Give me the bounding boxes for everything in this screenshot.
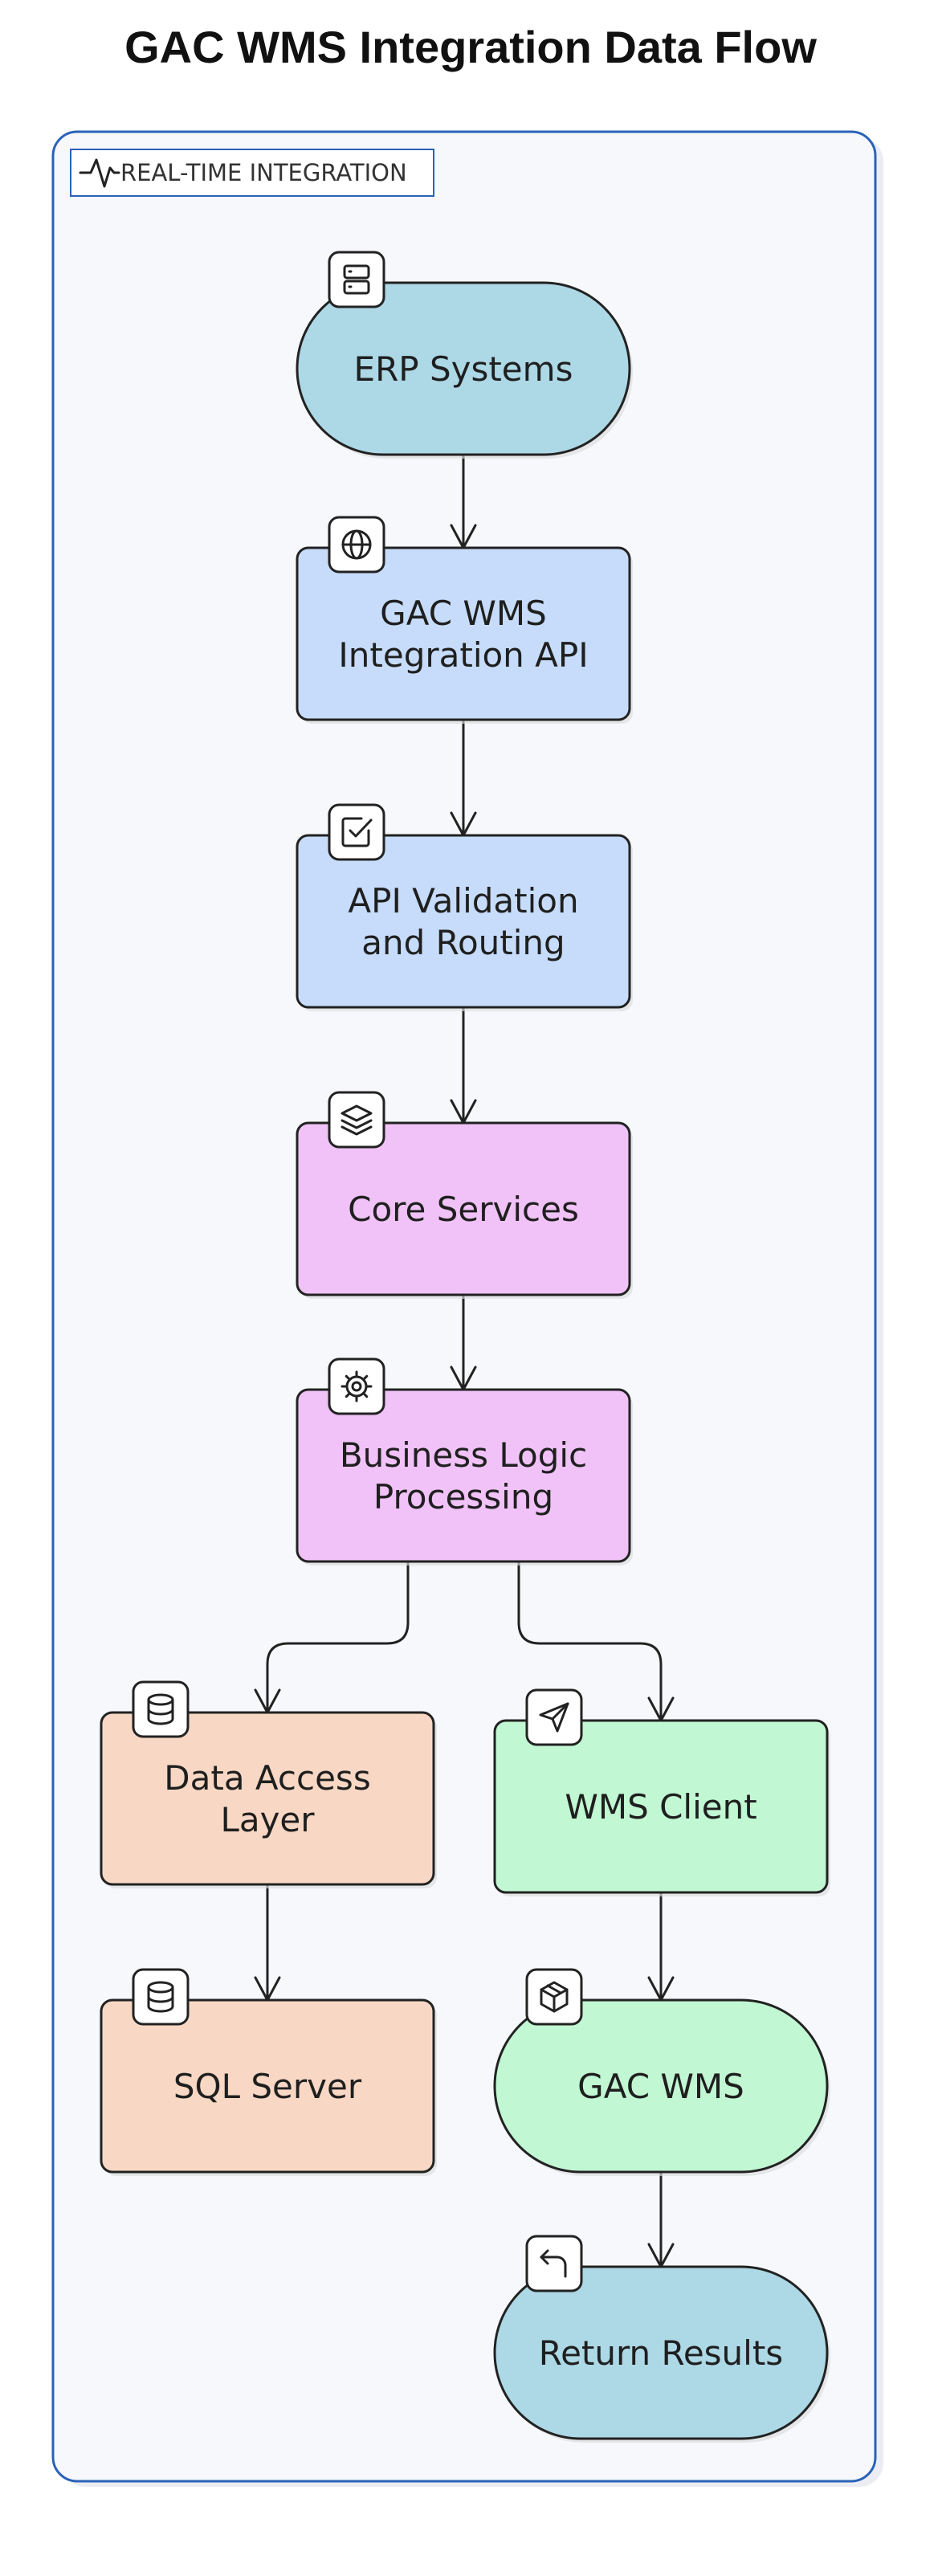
node-shape: [296, 1121, 631, 1296]
node-label-line: ERP Systems: [354, 349, 573, 389]
send-icon: [525, 1688, 583, 1746]
node-label-line: Core Services: [348, 1190, 579, 1229]
globe-icon: [328, 516, 385, 574]
node-label-line: API Validation: [348, 881, 578, 921]
database-icon: [132, 1968, 190, 2026]
group-label: REAL-TIME INTEGRATION: [120, 159, 407, 186]
node-shape: [100, 1998, 435, 2174]
node-label-line: Layer: [220, 1800, 315, 1839]
check-square-icon: [328, 803, 385, 861]
node-label-line: Integration API: [338, 635, 588, 675]
node-shape: [100, 1711, 435, 1886]
node-shape: [493, 2265, 829, 2440]
node-label-line: Data Access: [164, 1758, 370, 1798]
layers-icon: [328, 1091, 385, 1149]
database-icon: [132, 1680, 190, 1738]
node-gac-wms: GAC WMS: [493, 1968, 830, 2176]
node-shape: [296, 546, 631, 721]
activity-icon: [79, 158, 120, 188]
node-shape: [296, 281, 631, 456]
diagram-title: GAC WMS Integration Data Flow: [124, 22, 817, 72]
node-label-line: GAC WMS: [380, 594, 547, 633]
node-shape: [493, 1998, 829, 2174]
node-shape: [296, 834, 631, 1009]
node-label-line: SQL Server: [173, 2067, 362, 2106]
node-sql-server: SQL Server: [100, 1968, 437, 2176]
gear-icon: [328, 1357, 385, 1415]
package-icon: [525, 1968, 583, 2026]
node-label-line: Business Logic: [340, 1435, 587, 1475]
group-label-box: [70, 149, 434, 197]
node-label-line: GAC WMS: [577, 2067, 744, 2106]
node-erp-systems: ERP Systems: [296, 251, 633, 459]
edge-business-logic-processing-to-wms-client: [517, 1562, 663, 1721]
node-label-line: and Routing: [361, 923, 565, 962]
edge-business-logic-processing-to-data-access-layer: [266, 1562, 410, 1713]
node-label-line: WMS Client: [565, 1787, 756, 1827]
node-shape: [296, 1388, 631, 1563]
node-core-services: Core Services: [296, 1091, 633, 1299]
node-label-line: Return Results: [539, 2333, 783, 2373]
node-return-results: Return Results: [493, 2235, 830, 2443]
node-label-line: Processing: [373, 1477, 553, 1517]
node-wms-client: WMS Client: [493, 1688, 830, 1896]
return-icon: [525, 2235, 583, 2292]
server-icon: [328, 251, 385, 308]
node-shape: [493, 1719, 829, 1894]
